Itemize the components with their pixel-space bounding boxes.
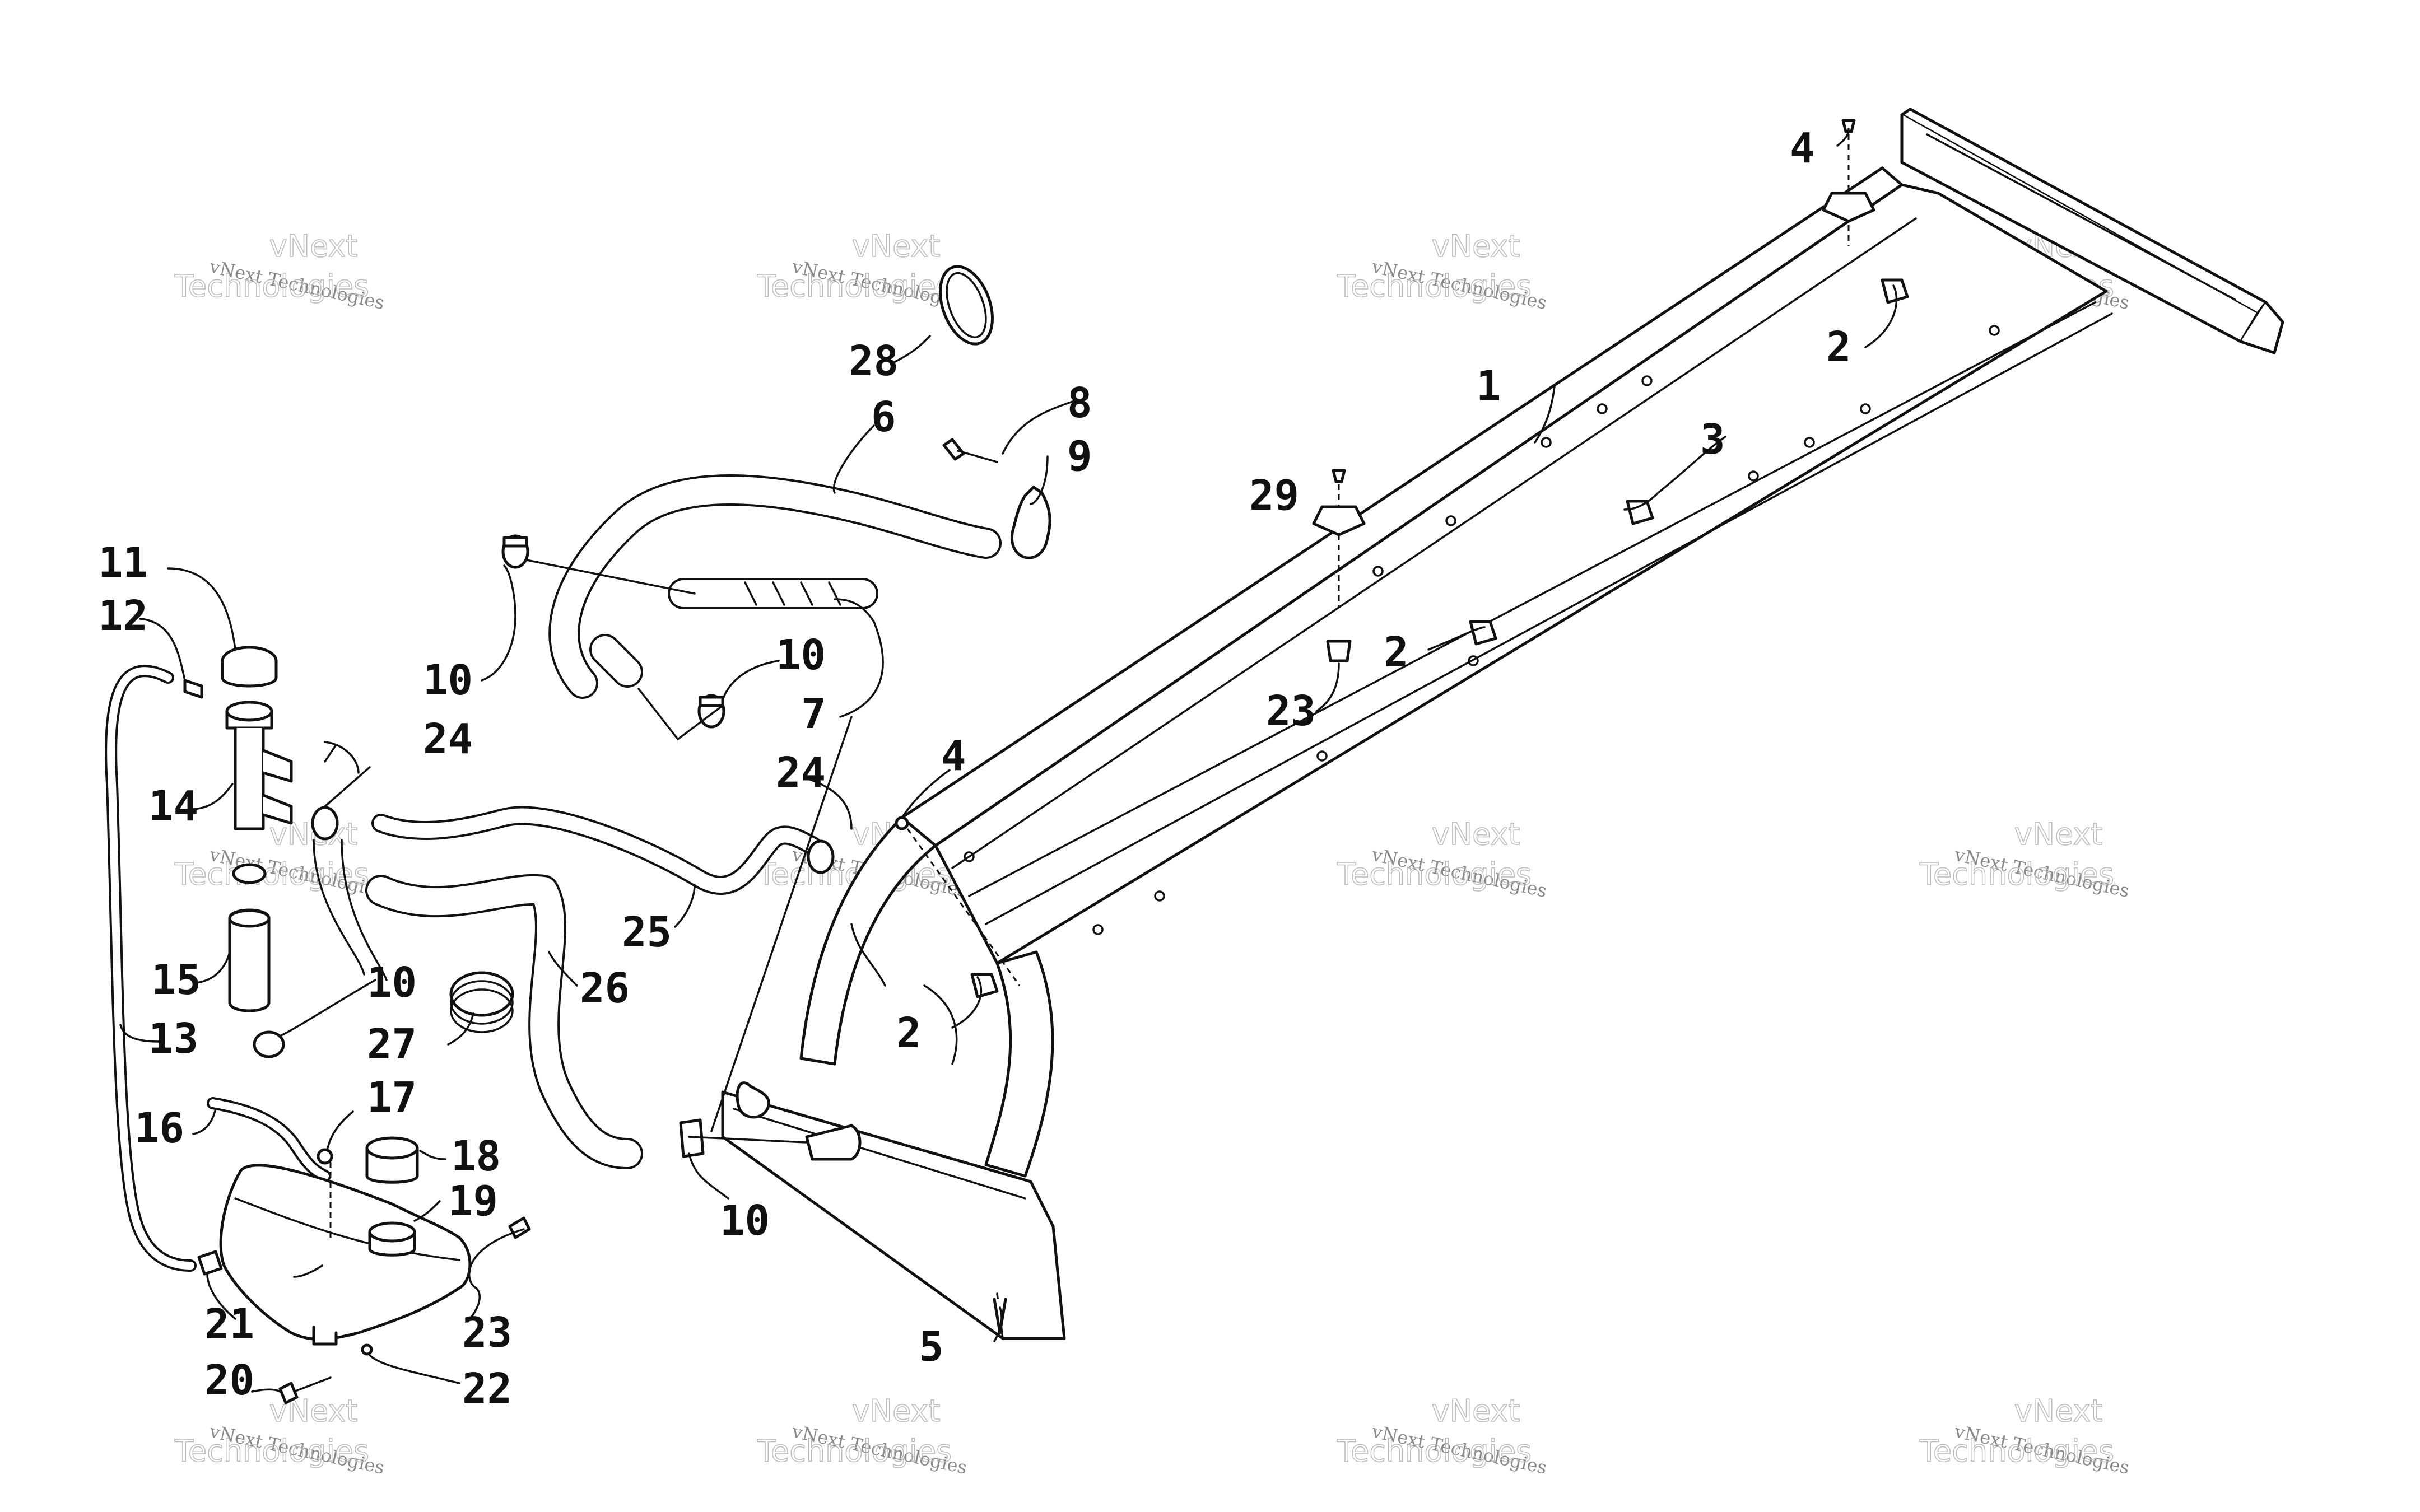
callout-9: 9 <box>1067 432 1092 480</box>
upper-coolant-hose <box>548 474 1002 699</box>
callout-labels: 1 2 2 2 3 4 4 5 6 7 8 9 10 10 10 10 11 1… <box>98 124 1851 1413</box>
vent-tube <box>207 1097 331 1182</box>
callout-21: 21 <box>204 1300 254 1348</box>
watermark-top: vNext <box>852 1393 941 1429</box>
callout-25: 25 <box>622 908 672 956</box>
watermark-large: Technologies <box>174 1433 369 1468</box>
callout-13: 13 <box>148 1015 198 1063</box>
callout-10: 10 <box>720 1197 770 1245</box>
radiator-cap <box>221 646 278 688</box>
callout-3: 3 <box>1700 416 1725 464</box>
watermark-top: vNext <box>1432 816 1520 852</box>
push-rivet <box>895 119 1876 986</box>
tank-cap <box>365 1136 419 1184</box>
callout-10: 10 <box>776 631 826 679</box>
callout-11: 11 <box>98 539 148 587</box>
callout-24: 24 <box>423 715 473 763</box>
callout-16: 16 <box>134 1104 184 1152</box>
hose-sleeve <box>668 578 878 609</box>
callout-17: 17 <box>367 1074 417 1122</box>
callout-10: 10 <box>423 656 473 704</box>
callout-27: 27 <box>367 1020 417 1068</box>
watermark-large: Technologies <box>757 268 952 304</box>
callout-12: 12 <box>98 592 148 640</box>
watermark-large: Technologies <box>1337 856 1532 892</box>
callout-6: 6 <box>871 393 896 441</box>
callout-20: 20 <box>204 1356 254 1404</box>
watermark-top: vNext <box>2014 816 2103 852</box>
callout-10: 10 <box>367 959 417 1007</box>
watermark-top: vNext <box>1432 1393 1520 1429</box>
callout-7: 7 <box>801 690 826 738</box>
callout-23: 23 <box>462 1309 512 1357</box>
callout-14: 14 <box>148 782 198 830</box>
watermark-large: Technologies <box>1337 1433 1532 1468</box>
watermark-large: Technologies <box>1919 856 2114 892</box>
filler-neck <box>183 679 293 830</box>
watermark-top: vNext <box>852 228 941 264</box>
leader-lines <box>119 128 1898 1393</box>
callout-23: 23 <box>1266 687 1316 735</box>
bypass-hose <box>371 806 822 895</box>
callout-22: 22 <box>462 1365 512 1413</box>
callout-18: 18 <box>451 1132 501 1180</box>
callout-1: 1 <box>1476 362 1501 410</box>
callout-26: 26 <box>580 964 630 1012</box>
coolant-tank <box>219 1164 472 1346</box>
watermark-top: vNext <box>2014 1393 2103 1429</box>
callout-29: 29 <box>1249 472 1299 520</box>
callout-28: 28 <box>849 337 899 385</box>
tank-hardware <box>197 1148 373 1404</box>
short-hose <box>228 908 271 1012</box>
watermark-large: Technologies <box>174 268 369 304</box>
callout-5: 5 <box>919 1323 944 1371</box>
lower-coolant-hose <box>365 874 643 1169</box>
callout-2: 2 <box>1826 323 1851 371</box>
callout-8: 8 <box>1067 379 1092 427</box>
watermark-top: vNext <box>269 228 358 264</box>
callout-4: 4 <box>1790 124 1815 172</box>
callout-24: 24 <box>776 749 826 797</box>
speed-nut <box>970 278 1909 998</box>
callout-19: 19 <box>448 1177 498 1225</box>
callout-15: 15 <box>151 956 201 1004</box>
callout-2: 2 <box>1384 628 1409 676</box>
frame-rail <box>721 108 2284 1340</box>
overflow-tube <box>105 665 197 1272</box>
watermark-large: Technologies <box>1919 1433 2114 1468</box>
hose-clamp-ring <box>449 265 994 1033</box>
p-clamp <box>1010 486 1051 559</box>
watermark-large: Technologies <box>757 1433 952 1468</box>
watermark-large: Technologies <box>1337 268 1532 304</box>
watermark-top: vNext <box>1432 228 1520 264</box>
callout-2: 2 <box>896 1009 922 1057</box>
watermark-large: Technologies <box>174 856 369 892</box>
callout-4: 4 <box>941 732 966 780</box>
cap-screw <box>942 438 998 463</box>
drain-fitting <box>736 1081 1007 1334</box>
